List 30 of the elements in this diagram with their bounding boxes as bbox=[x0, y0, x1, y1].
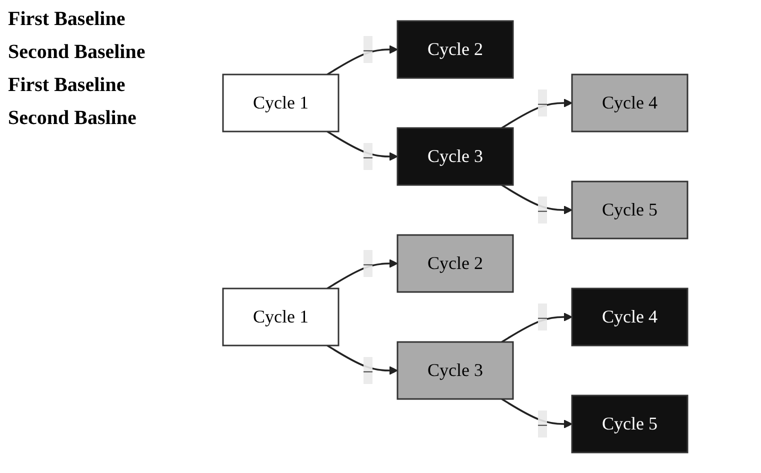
edge-label: – bbox=[364, 146, 373, 166]
arrow bbox=[502, 184, 573, 214]
edge-label: – bbox=[364, 38, 373, 59]
edge-label: – bbox=[364, 252, 373, 273]
edge-label: – bbox=[538, 92, 548, 112]
arrow bbox=[327, 344, 398, 375]
baseline-label: First Baseline bbox=[8, 8, 126, 31]
node-box: Cycle 3 bbox=[397, 127, 514, 186]
arrow bbox=[327, 130, 398, 161]
node-box: Cycle 4 bbox=[572, 74, 688, 132]
arrow bbox=[502, 312, 573, 343]
edge-label: – bbox=[538, 413, 548, 434]
arrow bbox=[327, 258, 398, 290]
arrow bbox=[502, 98, 573, 129]
arrow bbox=[502, 398, 573, 428]
node-box: Cycle 1 bbox=[222, 288, 340, 346]
node-box: Cycle 2 bbox=[397, 234, 514, 292]
node-box: Cycle 5 bbox=[572, 394, 688, 453]
node-box: Cycle 1 bbox=[222, 74, 340, 132]
node-box: Cycle 3 bbox=[397, 341, 514, 400]
edge-label: – bbox=[364, 360, 373, 380]
baseline-label: Second Baseline bbox=[8, 41, 146, 64]
arrow bbox=[327, 44, 398, 76]
node-box: Cycle 4 bbox=[572, 288, 688, 346]
edge-label: – bbox=[538, 306, 548, 326]
baseline-label: Second Basline bbox=[8, 107, 138, 130]
edge-label: – bbox=[538, 199, 548, 220]
node-box: Cycle 5 bbox=[572, 180, 688, 239]
baseline-label: First Baseline bbox=[8, 74, 126, 97]
node-box: Cycle 2 bbox=[397, 20, 514, 78]
